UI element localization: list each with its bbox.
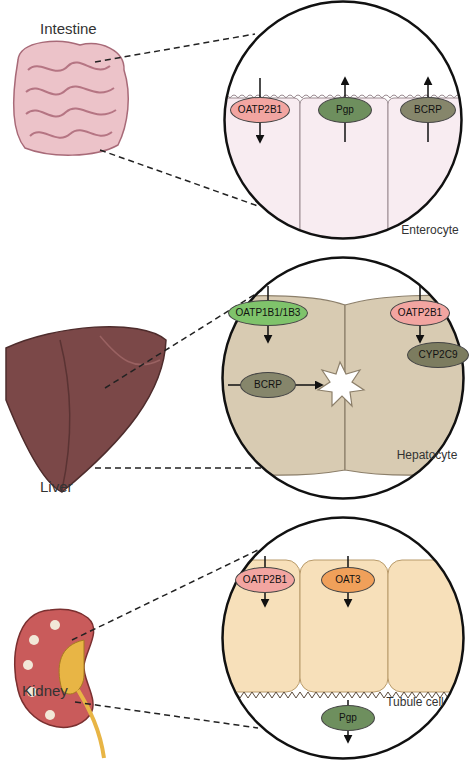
transporter-oval: OATP2B1 <box>235 567 295 593</box>
enterocyte-cells <box>210 0 474 258</box>
zoom-circle: Tubule cell OATP2B1 OAT3Pgp <box>221 516 465 760</box>
organ-label: Kidney <box>22 682 68 699</box>
transporter-oval: BCRP <box>240 372 296 398</box>
transporter-name: OATP2B1 <box>398 308 442 318</box>
tubule-cells <box>212 560 474 698</box>
transporter-oval: CYP2C9 <box>407 342 469 368</box>
intestine-illustration <box>14 41 129 155</box>
transport-arrows <box>228 286 420 385</box>
zoom-circle: Enterocyte OATP2B1 Pgp BCRP <box>223 0 463 240</box>
transporter-name: OAT3 <box>335 575 360 585</box>
transporter-oval: Pgp <box>321 705 375 731</box>
transporter-name: Pgp <box>339 713 357 723</box>
organ-label: Intestine <box>40 20 97 37</box>
zoom-circle: Hepatocyte OATP1B1/1B3 OATP2B1BCRP CYP2C9 <box>221 256 465 500</box>
transporter-name: CYP2C9 <box>419 350 458 360</box>
hepatocyte-cells <box>200 295 474 475</box>
transporter-name: BCRP <box>414 105 442 115</box>
transporter-name: BCRP <box>254 380 282 390</box>
transporter-name: Pgp <box>336 105 354 115</box>
transporter-name: OATP1B1/1B3 <box>236 308 301 318</box>
cell-label: Tubule cell <box>386 695 444 709</box>
transporter-oval: OATP2B1 <box>230 97 290 123</box>
transporter-oval: BCRP <box>400 97 456 123</box>
organ-label: Liver <box>40 478 73 495</box>
transporter-oval: OATP1B1/1B3 <box>228 300 308 326</box>
circle-border <box>223 518 464 759</box>
cell-label: Enterocyte <box>401 223 458 237</box>
transporter-oval: Pgp <box>318 97 372 123</box>
circle-border <box>223 258 464 499</box>
circle-border <box>225 2 462 239</box>
transporter-oval: OAT3 <box>321 567 375 593</box>
liver-illustration <box>6 327 166 492</box>
transporter-name: OATP2B1 <box>238 105 282 115</box>
transporter-name: OATP2B1 <box>243 575 287 585</box>
cell-label: Hepatocyte <box>397 448 458 462</box>
transporter-oval: OATP2B1 <box>390 300 450 326</box>
